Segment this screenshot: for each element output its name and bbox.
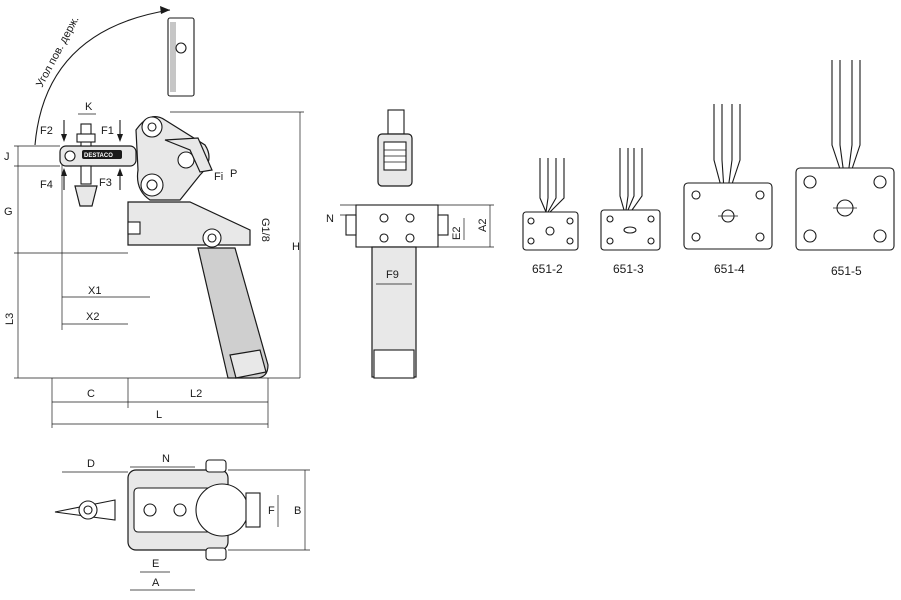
label-N-front: N xyxy=(326,213,334,225)
label-K: K xyxy=(85,101,93,113)
label-X2: X2 xyxy=(86,311,99,323)
label-rotation-angle: Угол пов. держ. xyxy=(34,14,82,89)
label-F: F xyxy=(268,505,275,517)
model-label-651-5: 651-5 xyxy=(831,264,862,278)
label-F4: F4 xyxy=(40,179,53,191)
front-view: N E2 A2 F9 xyxy=(326,109,494,379)
label-F1: F1 xyxy=(101,125,114,137)
model-651-2: 651-2 xyxy=(522,158,579,276)
label-A: A xyxy=(152,577,160,589)
label-L2: L2 xyxy=(190,388,202,400)
label-D: D xyxy=(87,458,95,470)
label-F3: F3 xyxy=(99,177,112,189)
label-E: E xyxy=(152,558,159,570)
label-H: H xyxy=(292,241,300,253)
label-P: P xyxy=(230,168,237,180)
model-label-651-3: 651-3 xyxy=(613,262,644,276)
model-651-5: 651-5 xyxy=(795,60,895,278)
side-view: Угол пов. держ. DESTACO xyxy=(4,6,304,428)
label-X1: X1 xyxy=(88,285,101,297)
label-E2: E2 xyxy=(451,227,463,240)
model-651-3: 651-3 xyxy=(600,148,661,276)
label-C: C xyxy=(87,388,95,400)
label-G: G xyxy=(4,206,13,218)
brand-mark: DESTACO xyxy=(84,153,113,159)
model-651-4: 651-4 xyxy=(683,104,773,276)
label-N-top: N xyxy=(162,453,170,465)
label-J: J xyxy=(4,151,10,163)
label-L: L xyxy=(156,409,162,421)
label-F9: F9 xyxy=(386,269,399,281)
label-B: B xyxy=(294,505,301,517)
top-view: D N F B E A xyxy=(54,453,310,591)
label-L3: L3 xyxy=(4,313,16,325)
label-Fi: Fi xyxy=(214,171,223,183)
model-label-651-4: 651-4 xyxy=(714,262,745,276)
label-F2: F2 xyxy=(40,125,53,137)
model-label-651-2: 651-2 xyxy=(532,262,563,276)
label-A2: A2 xyxy=(477,219,489,232)
label-G18: G1/8 xyxy=(259,218,271,242)
